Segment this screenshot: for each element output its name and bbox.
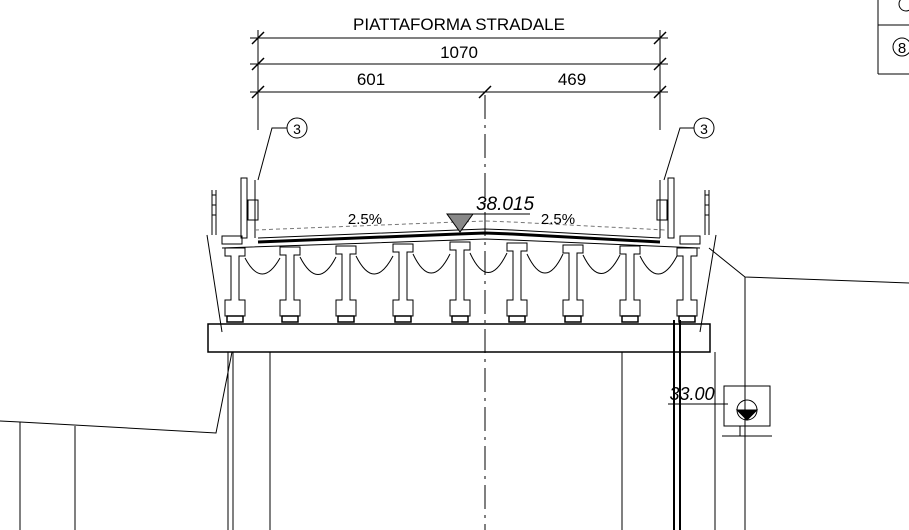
- detail-ref-left: 3: [293, 121, 301, 137]
- dimension-lines: [250, 30, 668, 130]
- slope-right-label: 2.5%: [541, 211, 575, 228]
- detail-callout-left: [257, 117, 308, 181]
- legend-table-fragment: [877, 0, 909, 75]
- deck-elevation-label: 38.015: [476, 194, 535, 215]
- deck-elevation-marker: [446, 213, 530, 233]
- pier-cap: [207, 323, 711, 353]
- total-width-label: 1070: [440, 43, 478, 62]
- slope-left-label: 2.5%: [348, 211, 382, 228]
- precast-beams: [224, 241, 698, 317]
- left-width-label: 601: [357, 70, 385, 89]
- guardrail-right: [656, 177, 710, 239]
- guardrail-left: [211, 177, 259, 239]
- ground-profile: [0, 247, 909, 530]
- pier-columns: [227, 320, 716, 530]
- detail-ref-right: 3: [700, 121, 708, 137]
- legend-partial-number: 8: [898, 40, 906, 57]
- ground-elevation-marker: [668, 385, 772, 437]
- right-width-label: 469: [558, 70, 586, 89]
- bearings: [226, 315, 696, 323]
- ground-elevation-label: 33.00: [669, 384, 714, 404]
- platform-title: PIATTAFORMA STRADALE: [353, 15, 565, 34]
- deck-slab: [206, 220, 717, 333]
- detail-callout-right: [663, 117, 715, 181]
